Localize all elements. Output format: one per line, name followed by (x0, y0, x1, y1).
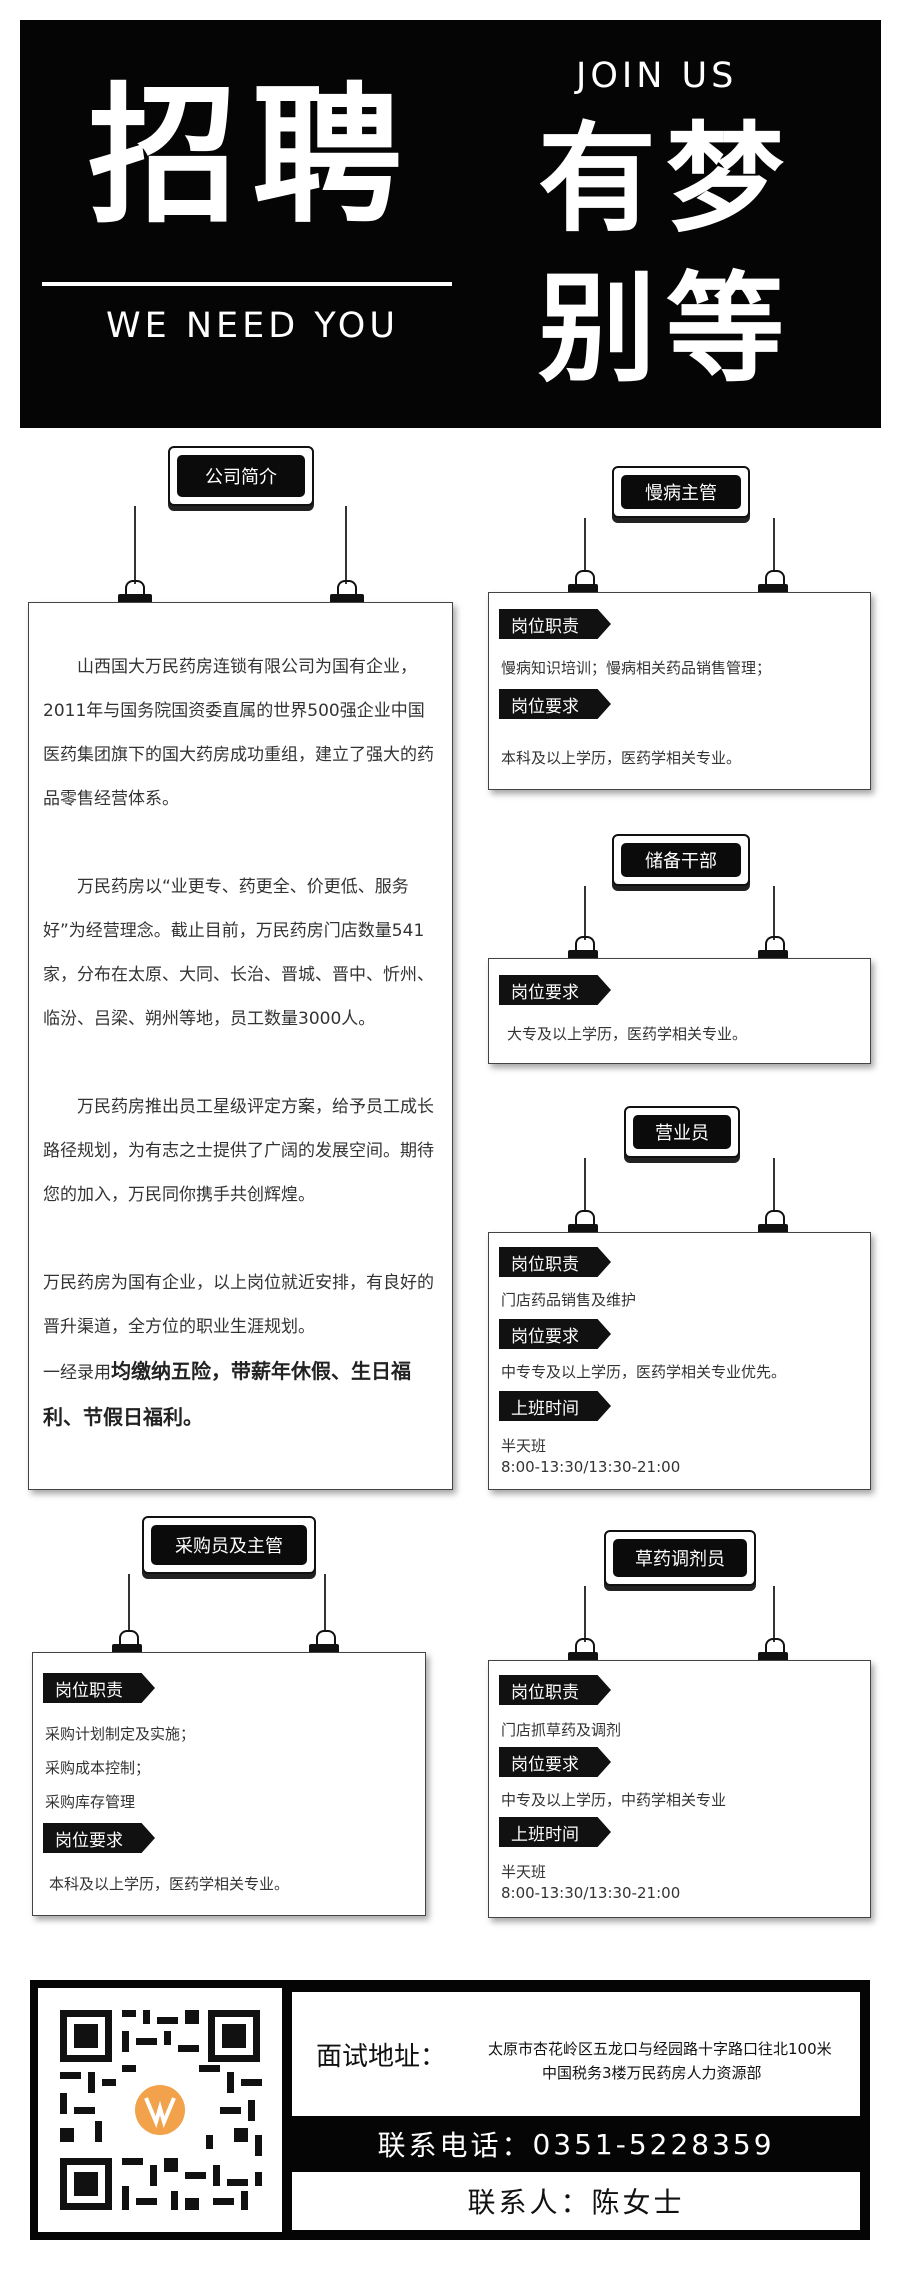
qr-code-icon (38, 1988, 282, 2232)
duty-text: 门店抓草药及调剂 (501, 1721, 622, 1739)
duty-text: 采购计划制定及实施； (45, 1725, 196, 1743)
company-intro-label: 公司简介 (168, 446, 314, 506)
position-label-herbal: 草药调剂员 (604, 1530, 756, 1586)
position-card-reserve: 岗位要求 大专及以上学历，医药学相关专业。 (488, 958, 871, 1064)
requirement-badge: 岗位要求 (499, 689, 611, 719)
position-card-chronic: 岗位职责 慢病知识培训；慢病相关药品销售管理； 岗位要求 本科及以上学历，医药学… (488, 592, 871, 790)
phone-row: 联系电话：0351-5228359 (292, 2116, 860, 2172)
hang-string (773, 1158, 775, 1212)
requirement-text: 大专及以上学历，医药学相关专业。 (507, 1025, 748, 1043)
position-card-purchase: 岗位职责 采购计划制定及实施； 采购成本控制； 采购库存管理 岗位要求 本科及以… (32, 1652, 426, 1916)
duty-text: 采购成本控制； (45, 1759, 151, 1777)
duty-text: 慢病知识培训；慢病相关药品销售管理； (501, 659, 772, 677)
phone-label: 联系电话： (377, 2129, 533, 2162)
phone-number[interactable]: 0351-5228359 (532, 2127, 775, 2161)
duty-badge: 岗位职责 (499, 1247, 611, 1277)
address-label: 面试地址： (316, 2042, 447, 2072)
duty-text: 采购库存管理 (45, 1793, 136, 1811)
hours-badge: 上班时间 (499, 1817, 611, 1847)
duty-badge: 岗位职责 (499, 609, 611, 639)
hours-time: 8:00-13:30/13:30-21:00 (501, 1458, 681, 1476)
hang-string (128, 1574, 130, 1630)
requirement-text: 本科及以上学历，医药学相关专业。 (49, 1875, 290, 1893)
hours-badge: 上班时间 (499, 1391, 611, 1421)
header-title: 招聘 (88, 70, 417, 244)
position-label-reserve: 储备干部 (612, 834, 750, 886)
contact-person-name: 陈女士 (591, 2186, 685, 2219)
hang-string (345, 506, 347, 584)
hang-string (773, 886, 775, 940)
requirement-text: 中专及以上学历，中药学相关专业 (501, 1791, 727, 1809)
header-subtitle: WE NEED YOU (106, 306, 399, 346)
address-line-2: 中国税务3楼万民药房人力资源部 (542, 2064, 762, 2082)
company-intro-card: 山西国大万民药房连锁有限公司为国有企业，2011年与国务院国资委直属的世界500… (28, 602, 453, 1490)
duty-badge: 岗位职责 (43, 1673, 155, 1703)
intro-paragraph: 山西国大万民药房连锁有限公司为国有企业，2011年与国务院国资委直属的世界500… (43, 657, 434, 809)
address-line-1: 太原市杏花岭区五龙口与经园路十字路口往北100米 (488, 2040, 832, 2058)
hang-string (584, 518, 586, 572)
hang-string (584, 1158, 586, 1212)
requirement-badge: 岗位要求 (499, 1319, 611, 1349)
contact-person-label: 联系人： (467, 2186, 592, 2219)
requirement-badge: 岗位要求 (43, 1823, 155, 1853)
benefits-bold: 均缴纳五险，带薪年休假、生日福利、节假日福利。 (43, 1359, 411, 1429)
join-us-text: JOIN US (576, 56, 738, 96)
address-box: 面试地址： 太原市杏花岭区五龙口与经园路十字路口往北100米 中国税务3楼万民药… (292, 1992, 860, 2116)
requirement-badge: 岗位要求 (499, 1747, 611, 1777)
hang-string (584, 886, 586, 940)
requirement-text: 本科及以上学历，医药学相关专业。 (501, 749, 742, 767)
position-label-sales: 营业员 (624, 1106, 740, 1158)
hang-string (134, 506, 136, 584)
duty-text: 门店药品销售及维护 (501, 1291, 637, 1309)
intro-paragraph: 万民药房以“业更专、药更全、价更低、服务好”为经营理念。截止目前，万民药房门店数… (43, 877, 434, 1029)
header-banner: 招聘 WE NEED YOU JOIN US 有梦 别等 (20, 20, 881, 428)
hang-string (773, 1586, 775, 1642)
position-card-sales: 岗位职责 门店药品销售及维护 岗位要求 中专专及以上学历，医药学相关专业优先。 … (488, 1232, 871, 1490)
hang-string (324, 1574, 326, 1630)
hours-text: 半天班 (501, 1863, 547, 1881)
requirement-badge: 岗位要求 (499, 975, 611, 1005)
requirement-text: 中专专及以上学历，医药学相关专业优先。 (501, 1363, 787, 1381)
position-label-purchase: 采购员及主管 (142, 1516, 316, 1574)
intro-paragraph: 万民药房为国有企业，以上岗位就近安排，有良好的晋升渠道，全方位的职业生涯规划。 (43, 1273, 434, 1337)
hang-string (584, 1586, 586, 1642)
position-card-herbal: 岗位职责 门店抓草药及调剂 岗位要求 中专及以上学历，中药学相关专业 上班时间 … (488, 1660, 871, 1918)
hours-time: 8:00-13:30/13:30-21:00 (501, 1884, 681, 1902)
contact-person-box: 联系人：陈女士 (292, 2172, 860, 2230)
qr-code-graphic (38, 1988, 282, 2232)
benefits-text: 一经录用均缴纳五险，带薪年休假、生日福利、节假日福利。 (43, 1359, 411, 1429)
slogan-line-1: 有梦 (538, 110, 795, 248)
header-divider (42, 282, 452, 286)
slogan-line-2: 别等 (538, 260, 795, 398)
hours-text: 半天班 (501, 1437, 547, 1455)
hang-string (773, 518, 775, 572)
position-label-chronic: 慢病主管 (612, 466, 750, 518)
duty-badge: 岗位职责 (499, 1675, 611, 1705)
intro-paragraph: 万民药房推出员工星级评定方案，给予员工成长路径规划，为有志之士提供了广阔的发展空… (43, 1097, 434, 1205)
contact-footer: 面试地址： 太原市杏花岭区五龙口与经园路十字路口往北100米 中国税务3楼万民药… (30, 1980, 870, 2240)
